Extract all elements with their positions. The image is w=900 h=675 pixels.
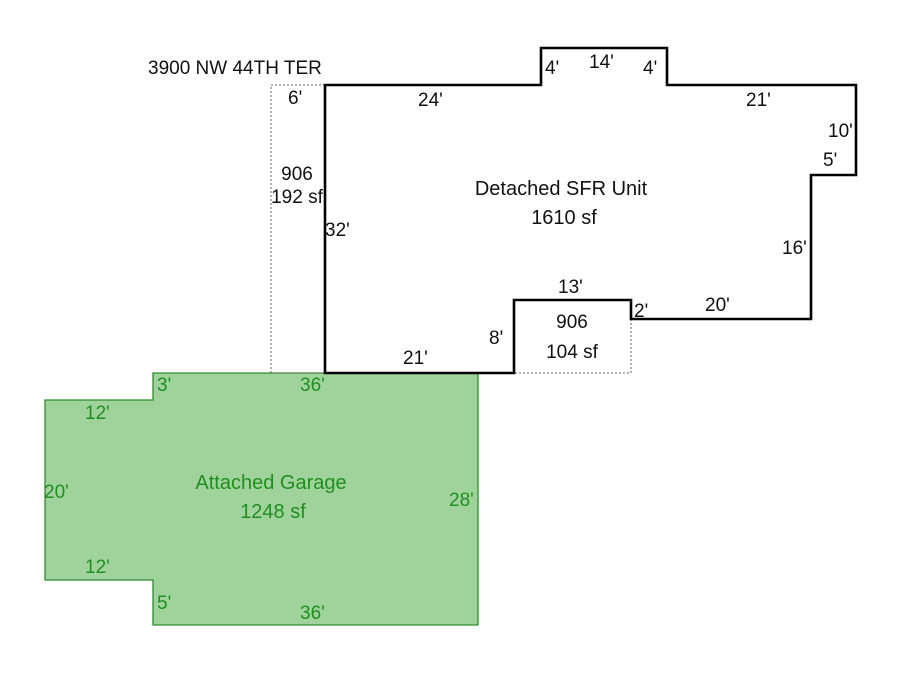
dim-addition-left-width: 6' bbox=[288, 88, 302, 109]
dim-house-notch-top: 14' bbox=[589, 52, 614, 73]
house-area: 1610 sf bbox=[531, 207, 597, 229]
dim-house-inset-top: 13' bbox=[558, 277, 583, 298]
property-address: 3900 NW 44TH TER bbox=[148, 58, 322, 79]
addition-bottom-area: 104 sf bbox=[546, 342, 598, 363]
dim-house-inset-side: 8' bbox=[489, 328, 503, 349]
dim-house-right-lower: 16' bbox=[782, 238, 807, 259]
dim-garage-bottom: 36' bbox=[300, 603, 325, 624]
dim-house-step-right: 5' bbox=[823, 150, 837, 171]
garage-area: 1248 sf bbox=[240, 501, 306, 523]
attached-garage-area bbox=[44, 372, 479, 626]
dim-house-left-side: 32' bbox=[325, 220, 350, 241]
dim-garage-right: 28' bbox=[449, 490, 474, 511]
dim-house-top-left: 24' bbox=[418, 90, 443, 111]
addition-left-area: 192 sf bbox=[271, 187, 323, 208]
addition-bottom-code: 906 bbox=[556, 312, 588, 333]
garage-name: Attached Garage bbox=[195, 472, 346, 494]
dim-house-bottom-right: 20' bbox=[705, 295, 730, 316]
dim-house-bottom-left: 21' bbox=[403, 348, 428, 369]
dim-garage-lower-left: 12' bbox=[85, 557, 110, 578]
dim-garage-top-step: 3' bbox=[157, 375, 171, 396]
addition-left-code: 906 bbox=[281, 164, 313, 185]
dim-garage-upper-left: 12' bbox=[85, 403, 110, 424]
dim-garage-bottom-step: 5' bbox=[157, 593, 171, 614]
detached-sfr-unit-area bbox=[323, 46, 858, 375]
dim-house-notch-left: 4' bbox=[545, 58, 559, 79]
dim-garage-left: 20' bbox=[44, 482, 69, 503]
dim-garage-top: 36' bbox=[300, 375, 325, 396]
dim-house-top-right: 21' bbox=[746, 90, 771, 111]
house-name: Detached SFR Unit bbox=[475, 178, 648, 200]
addition-left-area bbox=[270, 84, 326, 374]
dim-house-right-upper: 10' bbox=[828, 121, 853, 142]
dim-house-small-step: 2' bbox=[634, 301, 648, 322]
dim-house-notch-right: 4' bbox=[643, 58, 657, 79]
